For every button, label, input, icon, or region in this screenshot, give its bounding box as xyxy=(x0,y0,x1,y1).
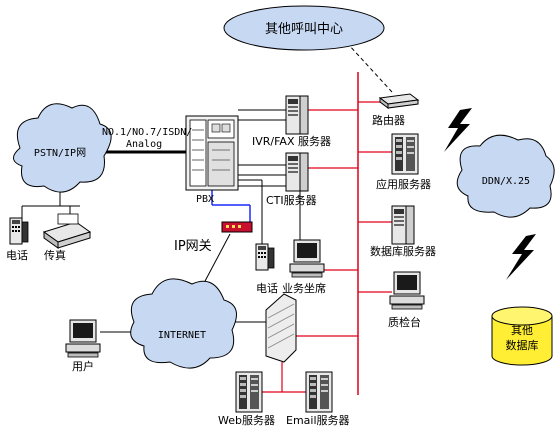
firewall-icon xyxy=(265,293,297,363)
email-server-label: Email服务器 xyxy=(286,414,350,427)
phone-mid-label: 电话 xyxy=(256,282,278,295)
wan-lightning-lower xyxy=(506,234,536,280)
ivr-server-icon xyxy=(285,95,309,135)
web-server-label: Web服务器 xyxy=(218,414,275,427)
call-center-cloud: 其他呼叫中心 xyxy=(223,5,385,51)
qc-station-icon xyxy=(389,271,425,310)
ivr-label: IVR/FAX 服务器 xyxy=(252,135,331,148)
other-db-label-line1: 其他 xyxy=(511,324,533,337)
ddn-label: DDN/X.25 xyxy=(482,176,530,187)
ddn-cloud: DDN/X.25 xyxy=(456,134,555,218)
user-label: 用户 xyxy=(72,359,94,373)
other-database-icon: 其他 数据库 xyxy=(491,306,553,366)
call-center-label: 其他呼叫中心 xyxy=(265,22,343,37)
db-server-icon xyxy=(391,205,415,245)
pstn-label: PSTN/IP网 xyxy=(34,147,86,159)
ip-gateway-icon xyxy=(221,221,253,233)
qc-station-label: 质检台 xyxy=(388,315,421,329)
app-server-icon xyxy=(391,133,419,175)
fax-label: 传真 xyxy=(44,248,66,262)
other-db-label-line2: 数据库 xyxy=(506,338,539,352)
trunk-label-line2: Analog xyxy=(126,139,162,150)
user-pc-icon xyxy=(65,319,101,358)
phone-mid-icon xyxy=(255,243,275,271)
email-server-icon xyxy=(305,371,333,413)
router-callcenter-link xyxy=(347,43,393,93)
agent-pc-icon xyxy=(289,239,325,278)
agent-label: 业务坐席 xyxy=(282,281,326,295)
router-icon xyxy=(378,93,420,109)
pstn-cloud: PSTN/IP网 xyxy=(13,103,112,193)
internet-cloud: INTERNET xyxy=(130,278,237,369)
phone-left-label: 电话 xyxy=(6,249,28,262)
web-server-icon xyxy=(235,371,263,413)
fax-icon xyxy=(42,213,92,249)
cti-server-icon xyxy=(285,152,309,192)
pbx-cabinet xyxy=(185,115,239,191)
trunk-label-line1: NO.1/NO.7/ISDN/ xyxy=(102,127,192,138)
phone-left-icon xyxy=(9,217,29,245)
cti-label: CTI服务器 xyxy=(266,194,317,207)
router-label: 路由器 xyxy=(372,113,405,127)
internet-label: INTERNET xyxy=(158,330,206,341)
wan-lightning-upper xyxy=(444,108,472,152)
ip-gateway-label: IP网关 xyxy=(174,239,212,254)
pbx-label: PBX xyxy=(196,194,214,205)
app-server-label: 应用服务器 xyxy=(376,177,431,191)
db-server-label: 数据库服务器 xyxy=(370,244,436,258)
